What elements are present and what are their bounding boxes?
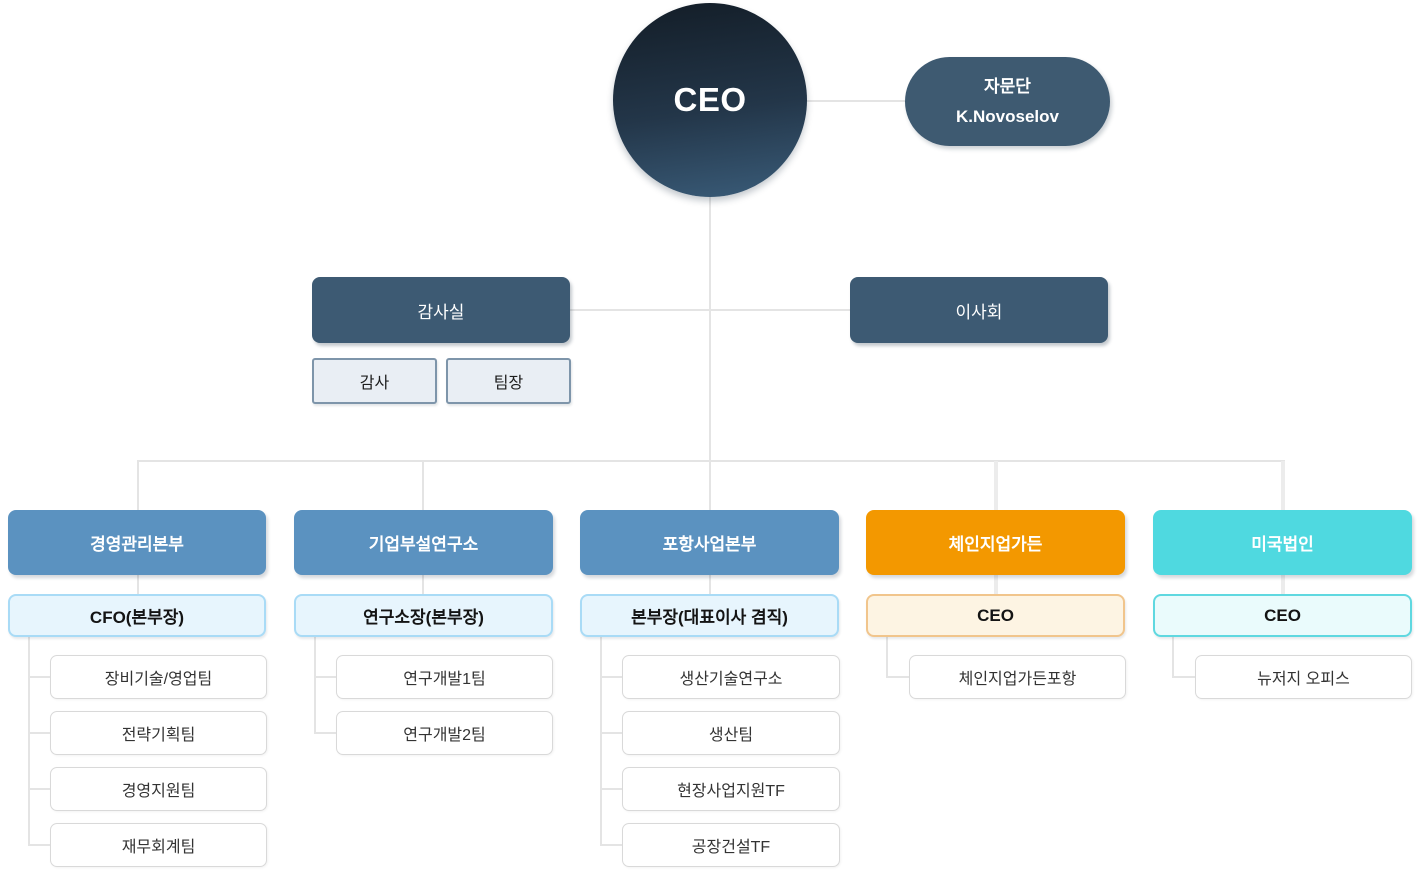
board-node: 이사회 [850, 277, 1108, 343]
connector-ceo-advisory [807, 100, 905, 102]
ceo-node: CEO [613, 3, 807, 197]
division-leader-cfo: CFO(본부장) [8, 594, 266, 637]
connector-divisions-horizontal [137, 460, 1285, 462]
advisory-title: 자문단 [984, 76, 1031, 96]
connector-stub-leader-2 [422, 575, 424, 594]
advisory-name: K.Novoselov [956, 106, 1059, 126]
team-changeup-garden-pohang: 체인지업가든포항 [909, 655, 1126, 699]
connector-elbow-col5 [1172, 637, 1174, 678]
connector-ceo-vertical [709, 197, 711, 510]
division-leader-research-director: 연구소장(본부장) [294, 594, 553, 637]
division-header-management: 경영관리본부 [8, 510, 266, 575]
audit-office-node: 감사실 [312, 277, 570, 343]
connector-elbow-col1 [28, 637, 30, 846]
audit-member-auditor: 감사 [312, 358, 437, 404]
connector-audit-board [570, 309, 850, 311]
connector-stub-leader-1 [137, 575, 139, 594]
advisory-node: 자문단 K.Novoselov [905, 57, 1110, 146]
division-header-pohang-business: 포항사업본부 [580, 510, 839, 575]
team-finance-accounting: 재무회계팀 [50, 823, 267, 867]
team-rnd-1: 연구개발1팀 [336, 655, 553, 699]
connector-stub-leader-4 [994, 575, 998, 594]
connector-stub-division-5 [1281, 461, 1285, 510]
connector-stub-division-2 [422, 461, 424, 510]
connector-stub-leader-5 [1281, 575, 1285, 594]
connector-branch [600, 844, 622, 846]
team-equipment-sales: 장비기술/영업팀 [50, 655, 267, 699]
connector-elbow-col2 [314, 637, 316, 734]
team-production: 생산팀 [622, 711, 840, 755]
team-new-jersey-office: 뉴저지 오피스 [1195, 655, 1412, 699]
team-strategy-planning: 전략기획팀 [50, 711, 267, 755]
connector-branch [28, 844, 50, 846]
connector-branch [600, 732, 622, 734]
connector-stub-leader-3 [709, 575, 711, 594]
team-field-support-tf: 현장사업지원TF [622, 767, 840, 811]
connector-branch [886, 676, 909, 678]
audit-member-team-lead: 팀장 [446, 358, 571, 404]
team-factory-construction-tf: 공장건설TF [622, 823, 840, 867]
division-header-research-institute: 기업부설연구소 [294, 510, 553, 575]
connector-stub-division-4 [994, 461, 998, 510]
connector-branch [314, 732, 336, 734]
connector-stub-division-1 [137, 461, 139, 510]
division-header-changeup-garden: 체인지업가든 [866, 510, 1125, 575]
connector-elbow-col3 [600, 637, 602, 846]
connector-branch [314, 676, 336, 678]
connector-branch [600, 676, 622, 678]
connector-branch [1172, 676, 1195, 678]
division-leader-us-ceo: CEO [1153, 594, 1412, 637]
connector-branch [28, 788, 50, 790]
division-leader-changeup-ceo: CEO [866, 594, 1125, 637]
connector-branch [28, 732, 50, 734]
division-leader-pohang-head: 본부장(대표이사 겸직) [580, 594, 839, 637]
team-rnd-2: 연구개발2팀 [336, 711, 553, 755]
team-production-tech-institute: 생산기술연구소 [622, 655, 840, 699]
team-management-support: 경영지원팀 [50, 767, 267, 811]
division-header-us-corp: 미국법인 [1153, 510, 1412, 575]
connector-branch [600, 788, 622, 790]
connector-branch [28, 676, 50, 678]
connector-elbow-col4 [886, 637, 888, 678]
